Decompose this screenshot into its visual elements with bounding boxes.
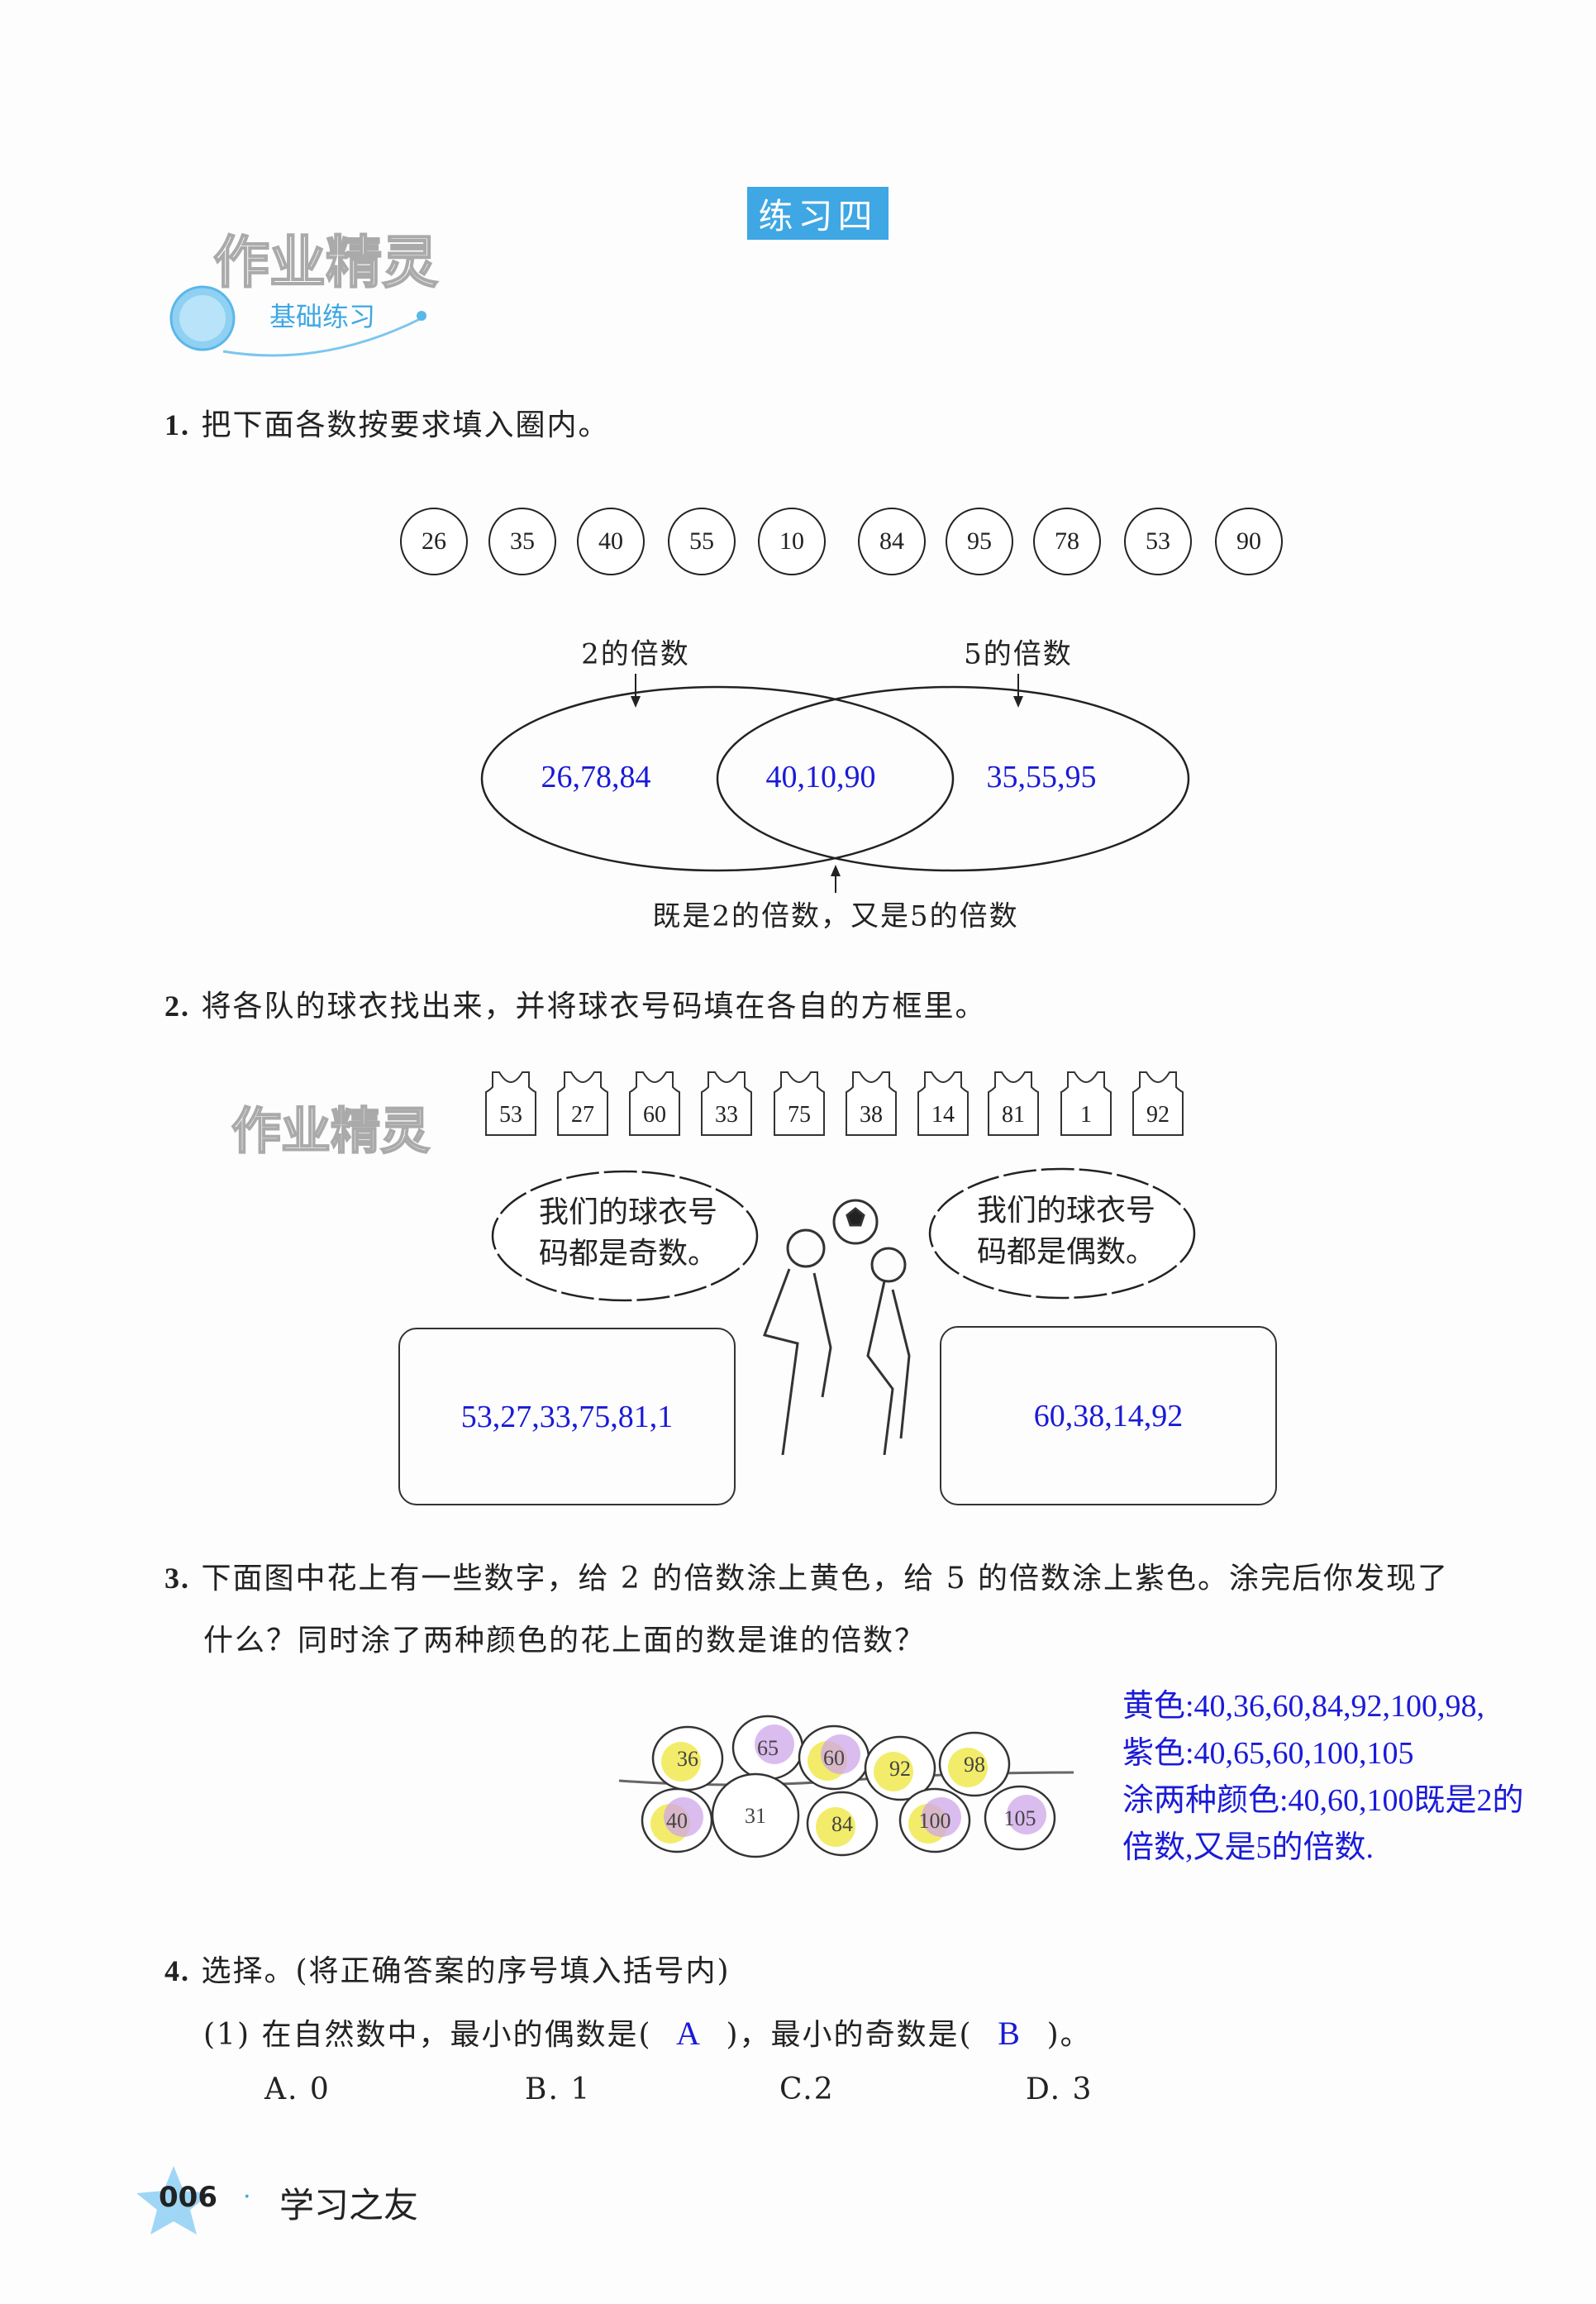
jersey: 81 [987,1071,1040,1137]
jersey-number: 27 [571,1102,594,1128]
label-both: 既是2的倍数，又是5的倍数 [652,899,1019,933]
speech-clouds [491,1167,1196,1455]
flower: 98 [938,1731,1011,1797]
answer-box-even[interactable]: 60,38,14,92 [940,1326,1277,1505]
jersey: 27 [556,1071,609,1137]
answer-q3: 黄色:40,36,60,84,92,100,98,紫色:40,65,60,100… [1122,1689,1524,1865]
watermark: 作业精灵 [231,1102,431,1162]
jersey-number: 38 [860,1102,883,1128]
jersey-number: 53 [499,1102,522,1128]
flower: 100 [898,1787,971,1853]
label-multiples-of-5: 5的倍数 [964,637,1073,671]
book-title: 学习之友 [279,2185,419,2225]
number-circle: 84 [858,508,926,575]
number-circle: 95 [946,508,1013,575]
number-circle: 10 [758,508,826,575]
number-circle: 53 [1124,508,1192,575]
jersey: 53 [484,1071,537,1137]
watermark: 作业精灵 [212,230,439,297]
answer-box-odd[interactable]: 53,27,33,75,81,1 [398,1328,736,1505]
dot-separator: · [243,2182,251,2211]
flower-number: 92 [889,1757,911,1781]
flower: 105 [984,1785,1056,1851]
question-4-1: (1) 在自然数中，最小的偶数是(A)，最小的奇数是(B)。 [203,2015,1092,2052]
number-circle: 55 [668,508,736,575]
jersey-number: 92 [1146,1102,1170,1128]
answer-multiples-of-2: 26,78,84 [541,760,651,794]
flower-number: 31 [745,1804,766,1828]
jersey: 33 [700,1071,753,1137]
star-icon [136,2166,211,2235]
question-4: 4. 选择。(将正确答案的序号填入括号内) [164,1954,731,1988]
option-d: D. 3 [1026,2073,1093,2106]
jersey-number: 81 [1002,1102,1025,1128]
option-a: A. 0 [264,2073,331,2106]
speech-bubble-even: 我们的球衣号码都是偶数。 [976,1194,1156,1269]
flower: 31 [711,1772,800,1858]
flower: 92 [864,1735,936,1801]
flower: 60 [798,1724,870,1791]
jersey: 60 [628,1071,681,1137]
flower-number: 40 [666,1809,688,1833]
flower: 84 [806,1791,879,1857]
flower-number: 100 [919,1809,951,1833]
option-c: C.2 [779,2073,835,2106]
soccer-players-illustration [763,1199,911,1455]
flower-number: 98 [964,1753,985,1777]
number-circle: 40 [577,508,645,575]
option-b: B. 1 [525,2073,592,2106]
section-label: 基础练习 [269,301,376,332]
flower-number: 105 [1004,1806,1036,1830]
jersey-number: 14 [931,1102,955,1128]
flower: 40 [641,1787,713,1853]
jersey: 14 [917,1071,970,1137]
jersey: 38 [845,1071,898,1137]
page-number: 006 [159,2181,217,2214]
answer-blank-2[interactable]: B [998,2015,1022,2052]
flower: 65 [731,1715,804,1781]
answer-both: 40,10,90 [765,760,876,794]
flower-number: 60 [823,1746,845,1770]
number-circle: 35 [488,508,556,575]
number-circle: 78 [1033,508,1101,575]
answer-multiples-of-5: 35,55,95 [986,760,1097,794]
flower-illustration: 36 65 60 92 98 40 31 84 100 105 [618,1715,1074,1858]
label-multiples-of-2: 2的倍数 [581,637,690,671]
jersey-number: 75 [788,1102,811,1128]
flower: 36 [651,1725,724,1791]
page-title: 练习四 [747,187,889,240]
jersey: 1 [1060,1071,1112,1137]
question-1: 1. 把下面各数按要求填入圈内。 [164,408,610,442]
flower-number: 65 [757,1736,779,1760]
number-circle: 90 [1215,508,1283,575]
jersey-number: 1 [1080,1102,1092,1128]
question-2: 2. 将各队的球衣找出来，并将球衣号码填在各自的方框里。 [164,990,987,1023]
answer-blank-1[interactable]: A [676,2015,702,2052]
number-circle: 26 [400,508,468,575]
alarm-clock-icon [169,285,426,357]
jersey: 75 [773,1071,826,1137]
jersey-number: 33 [715,1102,738,1128]
venn-diagram [480,674,1190,893]
venn-right-ellipse [716,685,1190,872]
jersey: 92 [1131,1071,1184,1137]
venn-left-ellipse [480,685,955,872]
flower-number: 36 [677,1747,698,1771]
question-3-line-2: 什么？同时涂了两种颜色的花上面的数是谁的倍数？ [203,1624,927,1658]
question-3: 3. 下面图中花上有一些数字，给 2 的倍数涂上黄色，给 5 的倍数涂上紫色。涂… [164,1562,1450,1596]
speech-bubble-odd: 我们的球衣号码都是奇数。 [538,1195,718,1271]
flower-number: 84 [831,1812,853,1836]
jersey-number: 60 [643,1102,666,1128]
